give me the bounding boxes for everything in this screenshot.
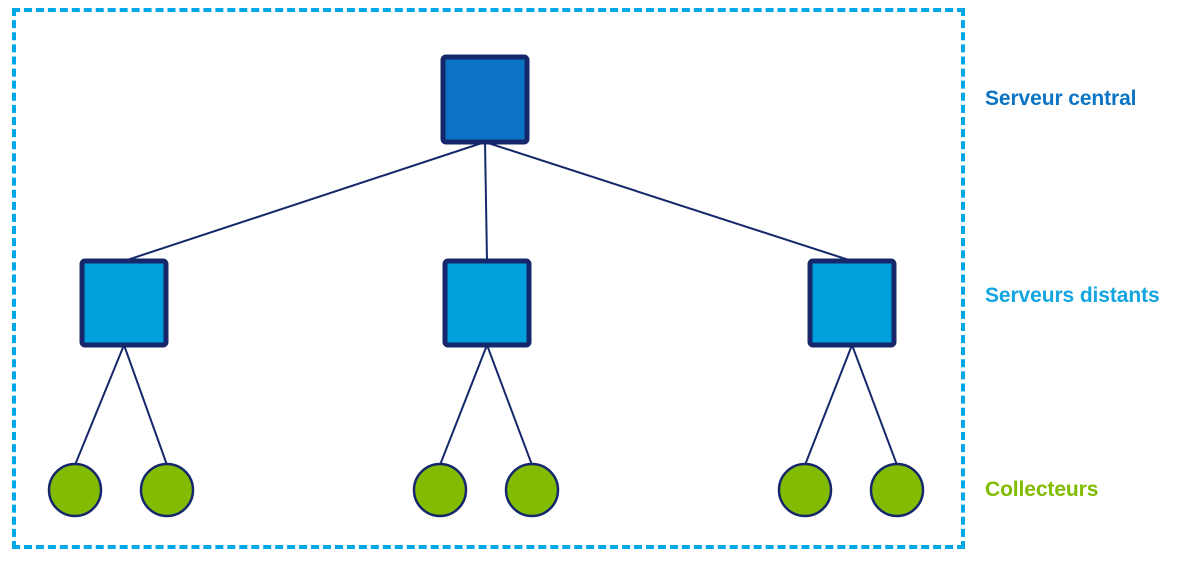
node-collector-5[interactable] (777, 462, 833, 518)
legend-label-collecteurs: Collecteurs (985, 478, 1099, 501)
node-collector-3[interactable] (412, 462, 468, 518)
legend-label-serveur-central: Serveur central (985, 87, 1137, 110)
system-boundary-dashed-box (12, 8, 965, 549)
edge-remote-3-to-collector-5 (804, 344, 853, 466)
node-remote-server-2[interactable] (442, 258, 532, 348)
edge-group-central-to-remote (123, 141, 853, 262)
node-group-central-servers (440, 54, 530, 145)
node-remote-server-3[interactable] (807, 258, 897, 348)
edge-remote-1-to-collector-2 (123, 344, 168, 466)
edge-central-to-remote-3 (484, 141, 853, 262)
edge-remote-1-to-collector-1 (74, 344, 125, 466)
node-collector-6[interactable] (869, 462, 925, 518)
node-collector-1[interactable] (47, 462, 103, 518)
node-remote-server-1[interactable] (79, 258, 169, 348)
node-central-server[interactable] (440, 54, 530, 145)
edge-remote-2-to-collector-3 (439, 344, 488, 466)
node-collector-4[interactable] (504, 462, 560, 518)
edge-central-to-remote-1 (123, 141, 486, 262)
node-group-collectors (47, 462, 925, 518)
edge-remote-3-to-collector-6 (851, 344, 898, 466)
legend-label-serveurs-distants: Serveurs distants (985, 284, 1160, 307)
edge-central-to-remote-2 (484, 141, 488, 262)
node-collector-2[interactable] (139, 462, 195, 518)
edge-group-remote-to-collectors (74, 344, 898, 466)
edge-remote-2-to-collector-4 (486, 344, 533, 466)
node-group-remote-servers (79, 258, 897, 348)
